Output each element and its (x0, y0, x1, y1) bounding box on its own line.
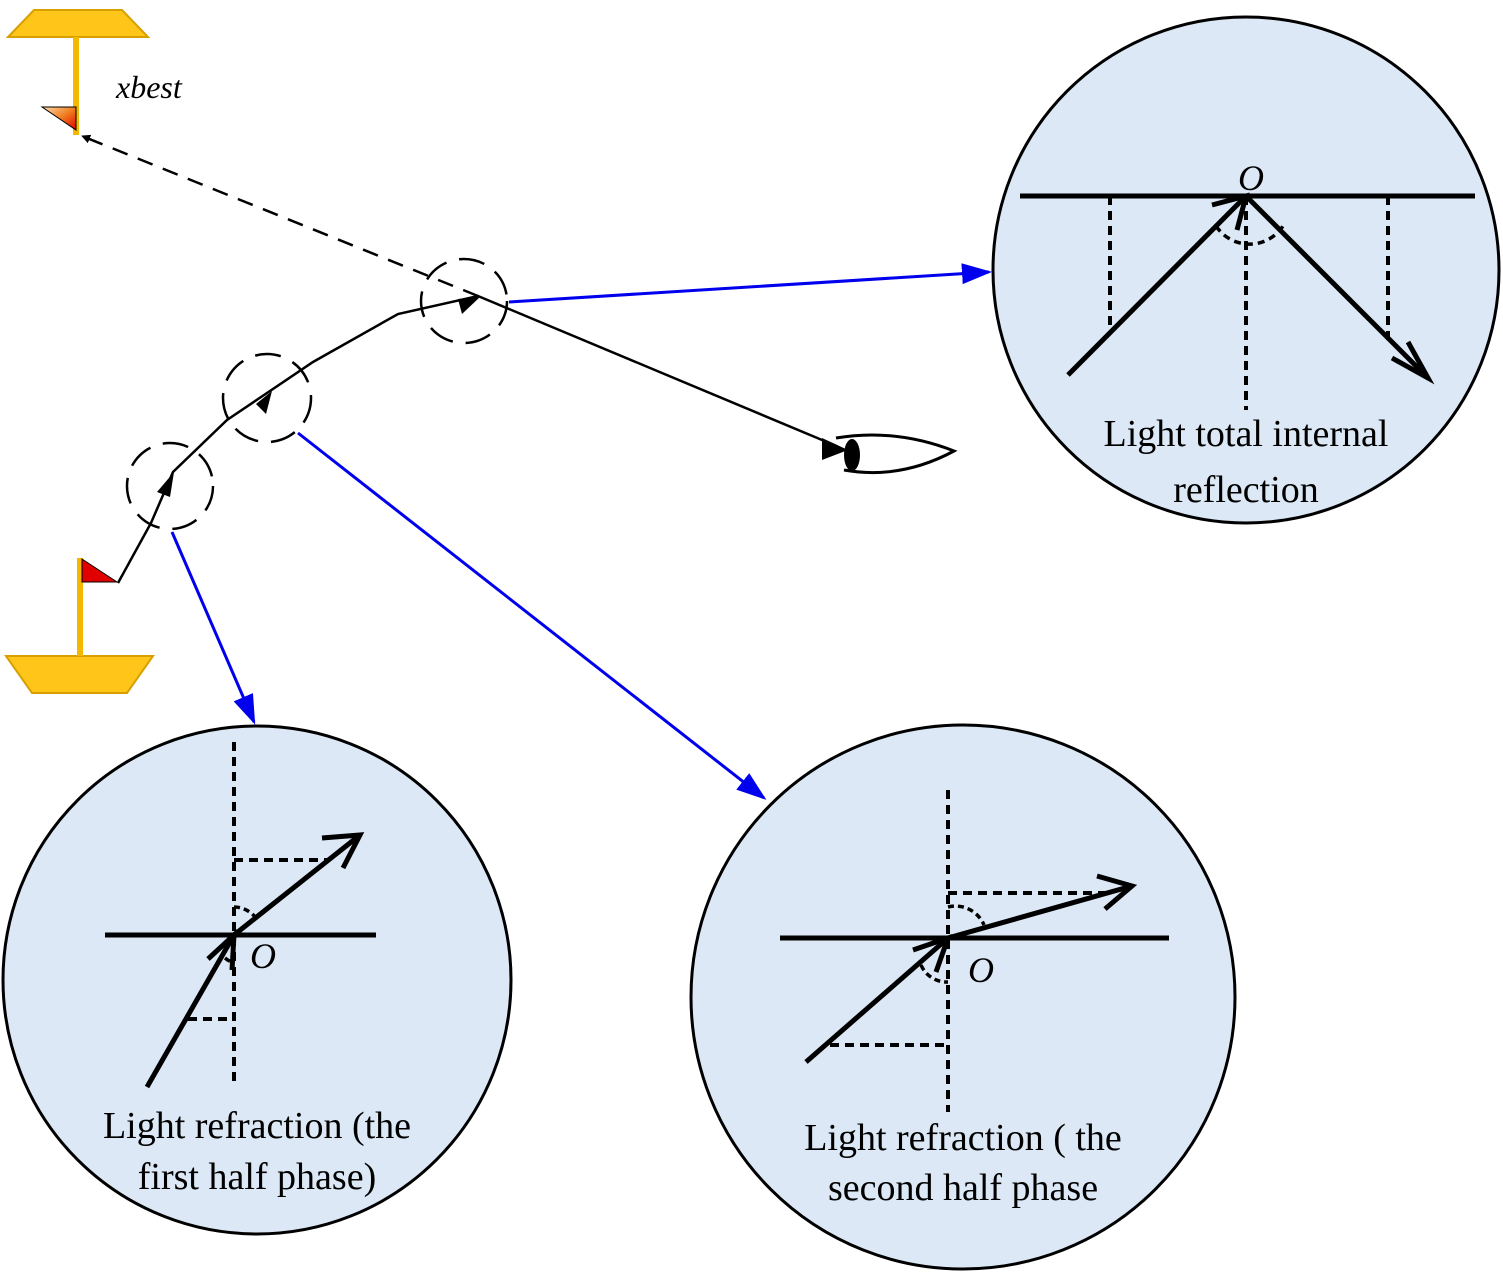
path-arrow-2 (256, 391, 272, 414)
refraction-first-caption-line2: first half phase) (138, 1156, 376, 1198)
refraction-second-circle (689, 723, 1237, 1271)
highlight-circle-1 (125, 441, 215, 531)
refraction-second-refracted-ray (947, 883, 1133, 941)
path-arrow-3 (458, 297, 480, 314)
reflection-panel: O Light total internal reflection (991, 15, 1501, 525)
reflection-origin-label: O (1238, 158, 1264, 198)
eye-pupil (844, 439, 860, 471)
refraction-first-caption-line1: Light refraction (the (103, 1105, 411, 1147)
refraction-second-refracted-arrowhead (1096, 873, 1138, 911)
connectors (170, 263, 992, 800)
refraction-first-incident-ray (144, 933, 237, 1089)
dashed-path-to-xbest (81, 134, 479, 298)
eye-outline (835, 433, 958, 475)
refraction-second-origin-label: O (968, 950, 994, 990)
reflection-circle (991, 15, 1501, 525)
highlight-circles (125, 257, 509, 531)
flag-base-top (5, 9, 151, 38)
refraction-second-caption-line1: Light refraction ( the (804, 1117, 1122, 1159)
path-arrow-1 (157, 472, 174, 497)
connector-to-reflection (508, 263, 992, 304)
highlight-circle-2 (221, 352, 313, 444)
refraction-first-angle-arc-bottom (223, 956, 235, 965)
eye-arrow (822, 438, 848, 460)
refraction-first-circle (1, 724, 513, 1236)
light-path (81, 134, 847, 584)
refraction-second-panel: O Light refraction ( the second half pha… (689, 723, 1237, 1271)
xbest-flag: xbest (5, 9, 183, 135)
refraction-first-refracted-arrowhead (321, 832, 365, 870)
flag-bottom-icon (81, 558, 119, 583)
refraction-first-angle-arc-top (233, 905, 258, 920)
reflection-caption-line2: reflection (1173, 469, 1319, 511)
connector-to-refraction-1 (170, 531, 256, 725)
refraction-second-angle-arc-bottom (919, 964, 949, 984)
connector-to-refraction-2 (297, 431, 767, 800)
refraction-first-panel: O Light refraction (the first half phase… (1, 724, 513, 1236)
xbest-label: xbest (115, 69, 183, 105)
eye-icon (822, 433, 958, 475)
reflection-reflected-ray (1244, 194, 1430, 380)
flag-top-icon (40, 106, 77, 131)
refraction-first-origin-label: O (250, 936, 276, 976)
start-flag (4, 558, 155, 694)
reflection-reflected-arrowhead (1390, 340, 1435, 385)
refraction-second-incident-ray (804, 936, 950, 1064)
refraction-second-caption-line2: second half phase (828, 1167, 1098, 1209)
reflection-angle-arc (1214, 225, 1285, 246)
reflection-caption-line1: Light total internal (1104, 413, 1389, 455)
flag-base-bottom (4, 655, 155, 694)
refraction-second-angle-arc-top (947, 904, 986, 926)
highlight-circle-3 (419, 257, 509, 345)
